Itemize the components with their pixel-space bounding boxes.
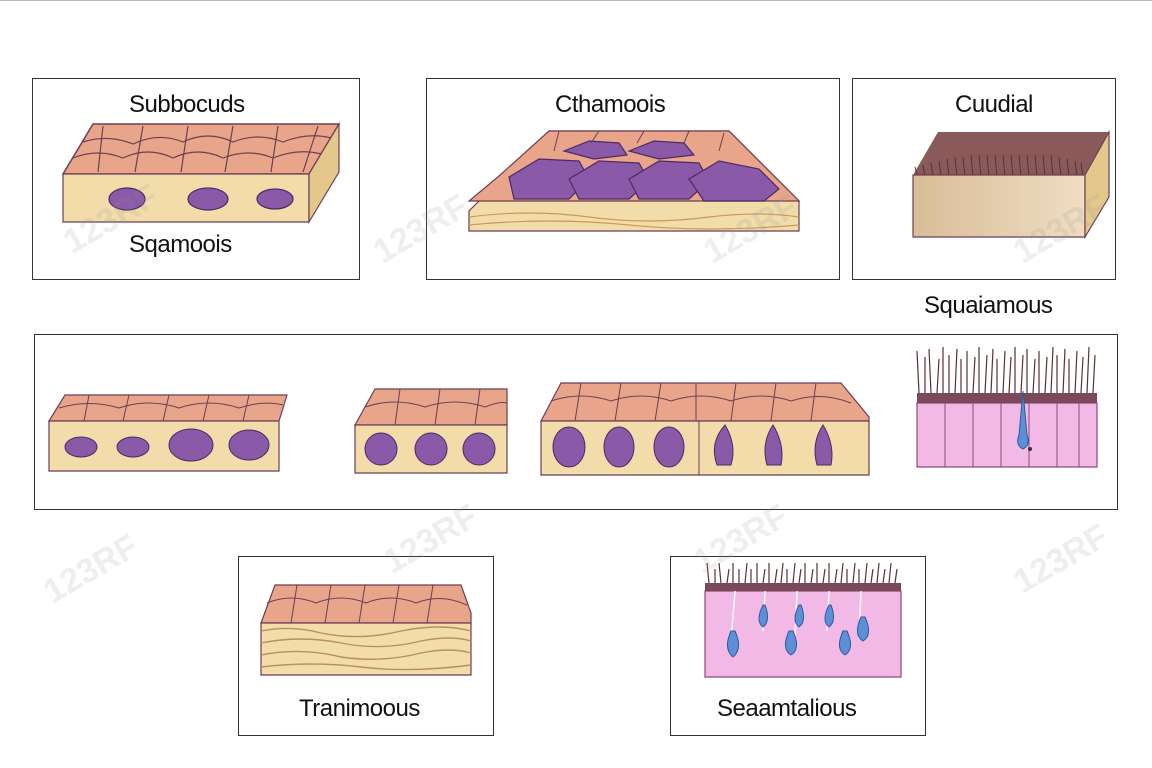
panel-top-left-title: Subbocuds <box>129 91 245 119</box>
watermark: 123RF <box>37 527 145 612</box>
columnar-comparison-illustration <box>541 381 871 477</box>
cuboidal-block-illustration <box>355 385 510 475</box>
panel-bottom-left-caption: Tranimoous <box>299 695 420 723</box>
watermark: 123RF <box>1007 517 1115 602</box>
pseudostratified-illustration <box>705 561 905 681</box>
panel-bottom-left: Tranimoous <box>238 556 494 736</box>
middle-right-caption: Squaiamous <box>924 292 1052 320</box>
panel-top-right-title: Cuudial <box>955 91 1033 119</box>
panel-top-left-caption: Sqamoois <box>129 231 232 259</box>
ciliated-columnar-illustration <box>915 345 1099 469</box>
simple-squamous-illustration <box>63 124 343 224</box>
panel-top-middle: Cthamoois <box>426 78 840 280</box>
top-divider <box>0 0 1152 1</box>
transitional-illustration <box>261 579 473 677</box>
stratified-cuboidal-illustration <box>469 121 809 241</box>
ciliated-cuboidal-illustration <box>913 127 1113 237</box>
panel-bottom-right: Seaamtalious <box>670 556 926 736</box>
panel-top-middle-title: Cthamoois <box>555 91 665 119</box>
panel-middle-row <box>34 334 1118 510</box>
panel-top-left: Subbocuds Sqamoois <box>32 78 360 280</box>
panel-top-right: Cuudial <box>852 78 1116 280</box>
panel-bottom-right-caption: Seaamtalious <box>717 695 856 723</box>
squamous-comparison-illustration <box>49 393 289 473</box>
